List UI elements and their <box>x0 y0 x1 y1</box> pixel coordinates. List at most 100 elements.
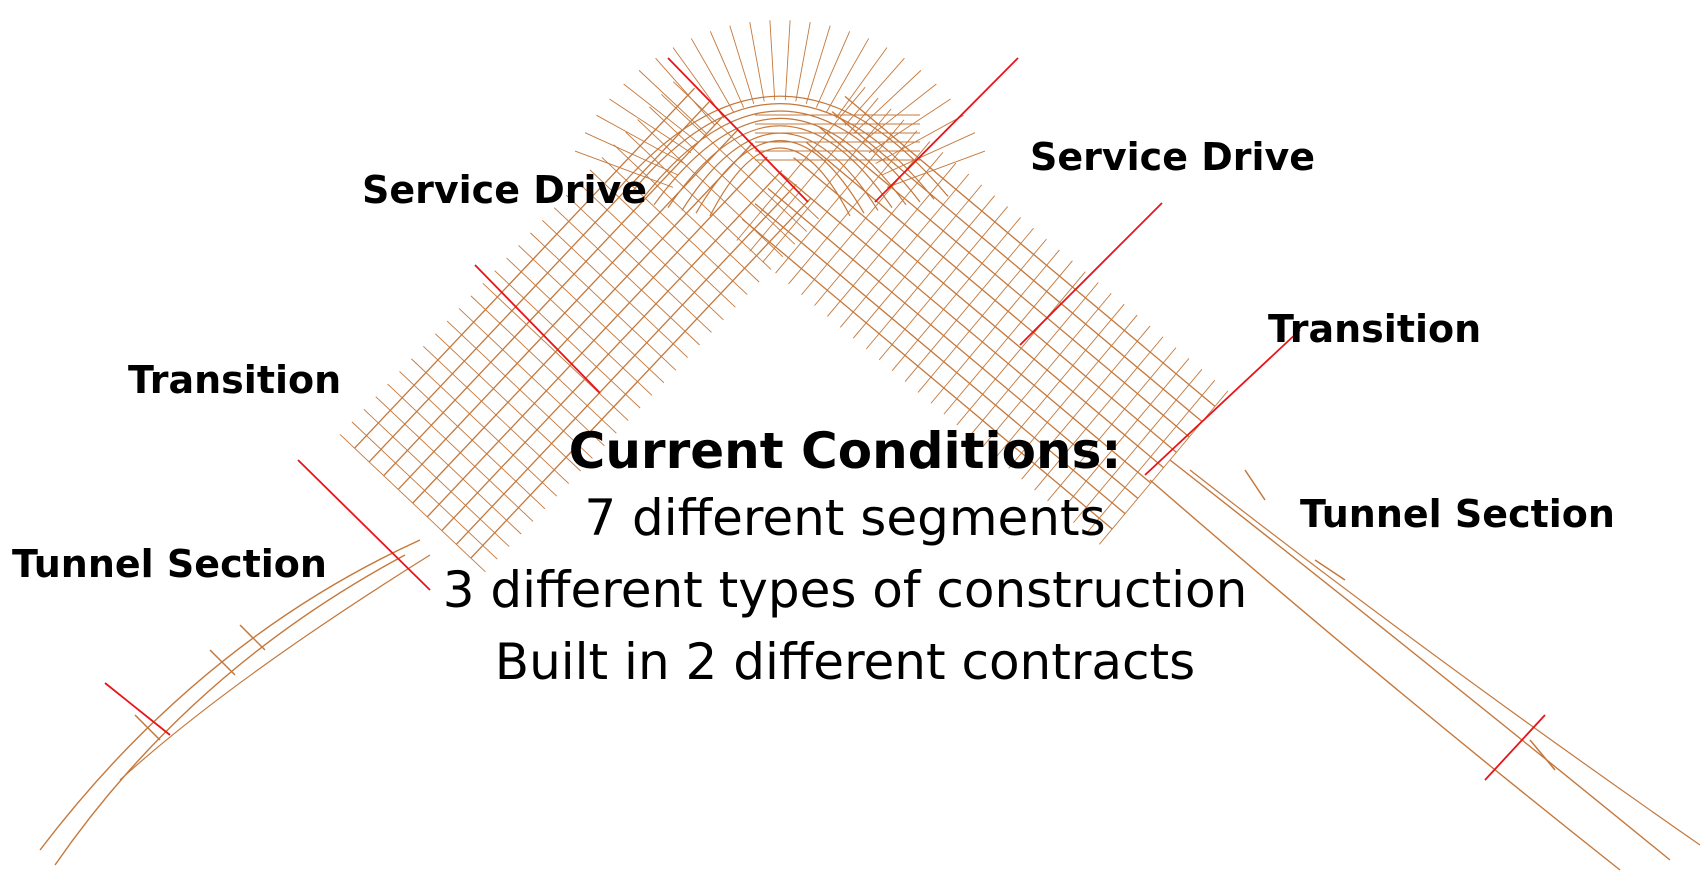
right-tunnel-joint <box>1244 469 1266 501</box>
left-arm-cross-line <box>518 245 665 384</box>
left-arm-band-line <box>455 183 797 545</box>
right-arm-cross-line <box>827 162 957 317</box>
right-arm-band-line <box>741 218 1113 530</box>
right-arm-cross-line <box>801 141 931 296</box>
right-arm-cross-line <box>982 293 1112 447</box>
left-arm-band-line <box>470 197 812 559</box>
left-tunnel-inner <box>54 554 406 866</box>
summary-line-construction-types: 3 different types of construction <box>442 561 1248 619</box>
left-arm-cross-line <box>565 194 712 333</box>
left-arm-cross-line <box>363 408 510 547</box>
right-arm-band-line <box>818 126 1190 438</box>
left-tunnel-edge <box>119 554 431 781</box>
crown-tick <box>623 83 699 144</box>
right-arm-cross-line <box>930 249 1060 404</box>
left-arm-cross-line <box>375 396 522 535</box>
crown-tick <box>749 22 765 102</box>
left-arm-cross-line <box>494 270 641 409</box>
summary-line-segments: 7 different segments <box>584 489 1106 547</box>
crown-tick <box>769 20 776 101</box>
crown-arc <box>709 147 851 217</box>
right-tunnel-edge <box>1189 469 1701 846</box>
right-arm-cross-line <box>840 173 970 328</box>
crown-tick <box>609 98 692 154</box>
left-arm-cross-line <box>672 81 819 220</box>
right-arm-cross-line <box>1086 379 1216 534</box>
right-arm-cross-line <box>1021 325 1151 480</box>
crown-tick <box>709 31 745 108</box>
left-arm-cross-line <box>387 383 534 522</box>
right-arm-cross-line <box>943 260 1073 415</box>
left-arm-cross-line <box>411 358 558 497</box>
right-arm-band-line <box>793 157 1164 469</box>
crown-arc <box>653 117 907 206</box>
right-arm-band-line <box>780 172 1152 484</box>
crown-arc <box>667 125 893 208</box>
right-arm-cross-line <box>878 206 1008 361</box>
crown-tick <box>574 150 674 188</box>
right-arm-cross-line <box>917 238 1047 393</box>
right-arm-cross-line <box>995 303 1125 458</box>
crown-tick <box>861 83 937 144</box>
left-tunnel-joint <box>134 714 161 741</box>
left-arm-cross-line <box>446 320 593 459</box>
left-arm-band-line <box>426 156 768 518</box>
crown-tick <box>805 25 831 104</box>
segment-cut-line <box>297 459 431 591</box>
right-arm-cross-line <box>749 97 879 252</box>
right-arm-band-line <box>754 203 1126 515</box>
summary-line-contracts: Built in 2 different contracts <box>494 633 1196 691</box>
label-transition-right: Transition <box>1268 307 1482 351</box>
crown-tick <box>853 70 922 134</box>
left-arm-cross-line <box>589 169 736 308</box>
crown-tick <box>596 114 685 164</box>
segment-cut-line <box>104 682 171 736</box>
label-transition-left: Transition <box>128 358 342 402</box>
right-tunnel-inner <box>1149 479 1621 871</box>
label-tunnel-section-right: Tunnel Section <box>1300 492 1615 536</box>
right-arm-cross-line <box>1073 369 1203 523</box>
left-tunnel-outer <box>39 539 421 851</box>
left-arm-cross-line <box>470 295 617 434</box>
right-arm-cross-line <box>891 217 1021 372</box>
crown-tick <box>881 132 976 176</box>
right-arm-cross-line <box>1034 336 1164 491</box>
left-arm-cross-line <box>542 219 689 358</box>
right-tunnel-joint <box>1529 739 1556 771</box>
left-arm-cross-line <box>351 421 498 560</box>
crown-tick <box>795 22 811 102</box>
summary-title: Current Conditions: <box>568 422 1122 480</box>
left-arm-cross-line <box>506 257 653 396</box>
right-arm-cross-line <box>814 152 944 306</box>
crown-tick <box>825 38 870 113</box>
segment-cut-lines <box>104 57 1546 781</box>
right-arm-cross-line <box>852 184 983 339</box>
crown-tick <box>638 70 707 134</box>
left-arm-cross-line <box>577 182 724 321</box>
current-conditions-summary: Current Conditions: 7 different segments… <box>385 420 1305 698</box>
segment-cut-line <box>1019 202 1163 346</box>
right-arm-cross-line <box>1060 358 1190 513</box>
left-arm-band-line <box>354 87 696 449</box>
crown-tick <box>886 150 986 188</box>
crown-arc <box>695 140 865 214</box>
left-arm-cross-line <box>434 333 581 472</box>
right-arm-band-line <box>767 187 1139 499</box>
left-arm-cross-line <box>553 207 700 346</box>
left-tunnel-joint <box>209 649 236 676</box>
crown-tick <box>784 20 791 101</box>
crown-tick <box>729 25 755 104</box>
crown-tick <box>875 114 964 164</box>
right-arm-cross-line <box>956 271 1086 426</box>
label-tunnel-section-left: Tunnel Section <box>12 542 327 586</box>
crown-tick <box>584 132 679 176</box>
left-arm-cross-line <box>458 308 605 447</box>
crown-tick <box>690 38 735 113</box>
right-arm-band-line <box>844 95 1216 407</box>
right-arm-cross-line <box>788 130 918 285</box>
left-arm-cross-line <box>482 282 629 421</box>
left-arm-cross-line <box>637 119 784 258</box>
right-arm-cross-line <box>904 227 1034 382</box>
left-arm-band-line <box>441 170 783 532</box>
